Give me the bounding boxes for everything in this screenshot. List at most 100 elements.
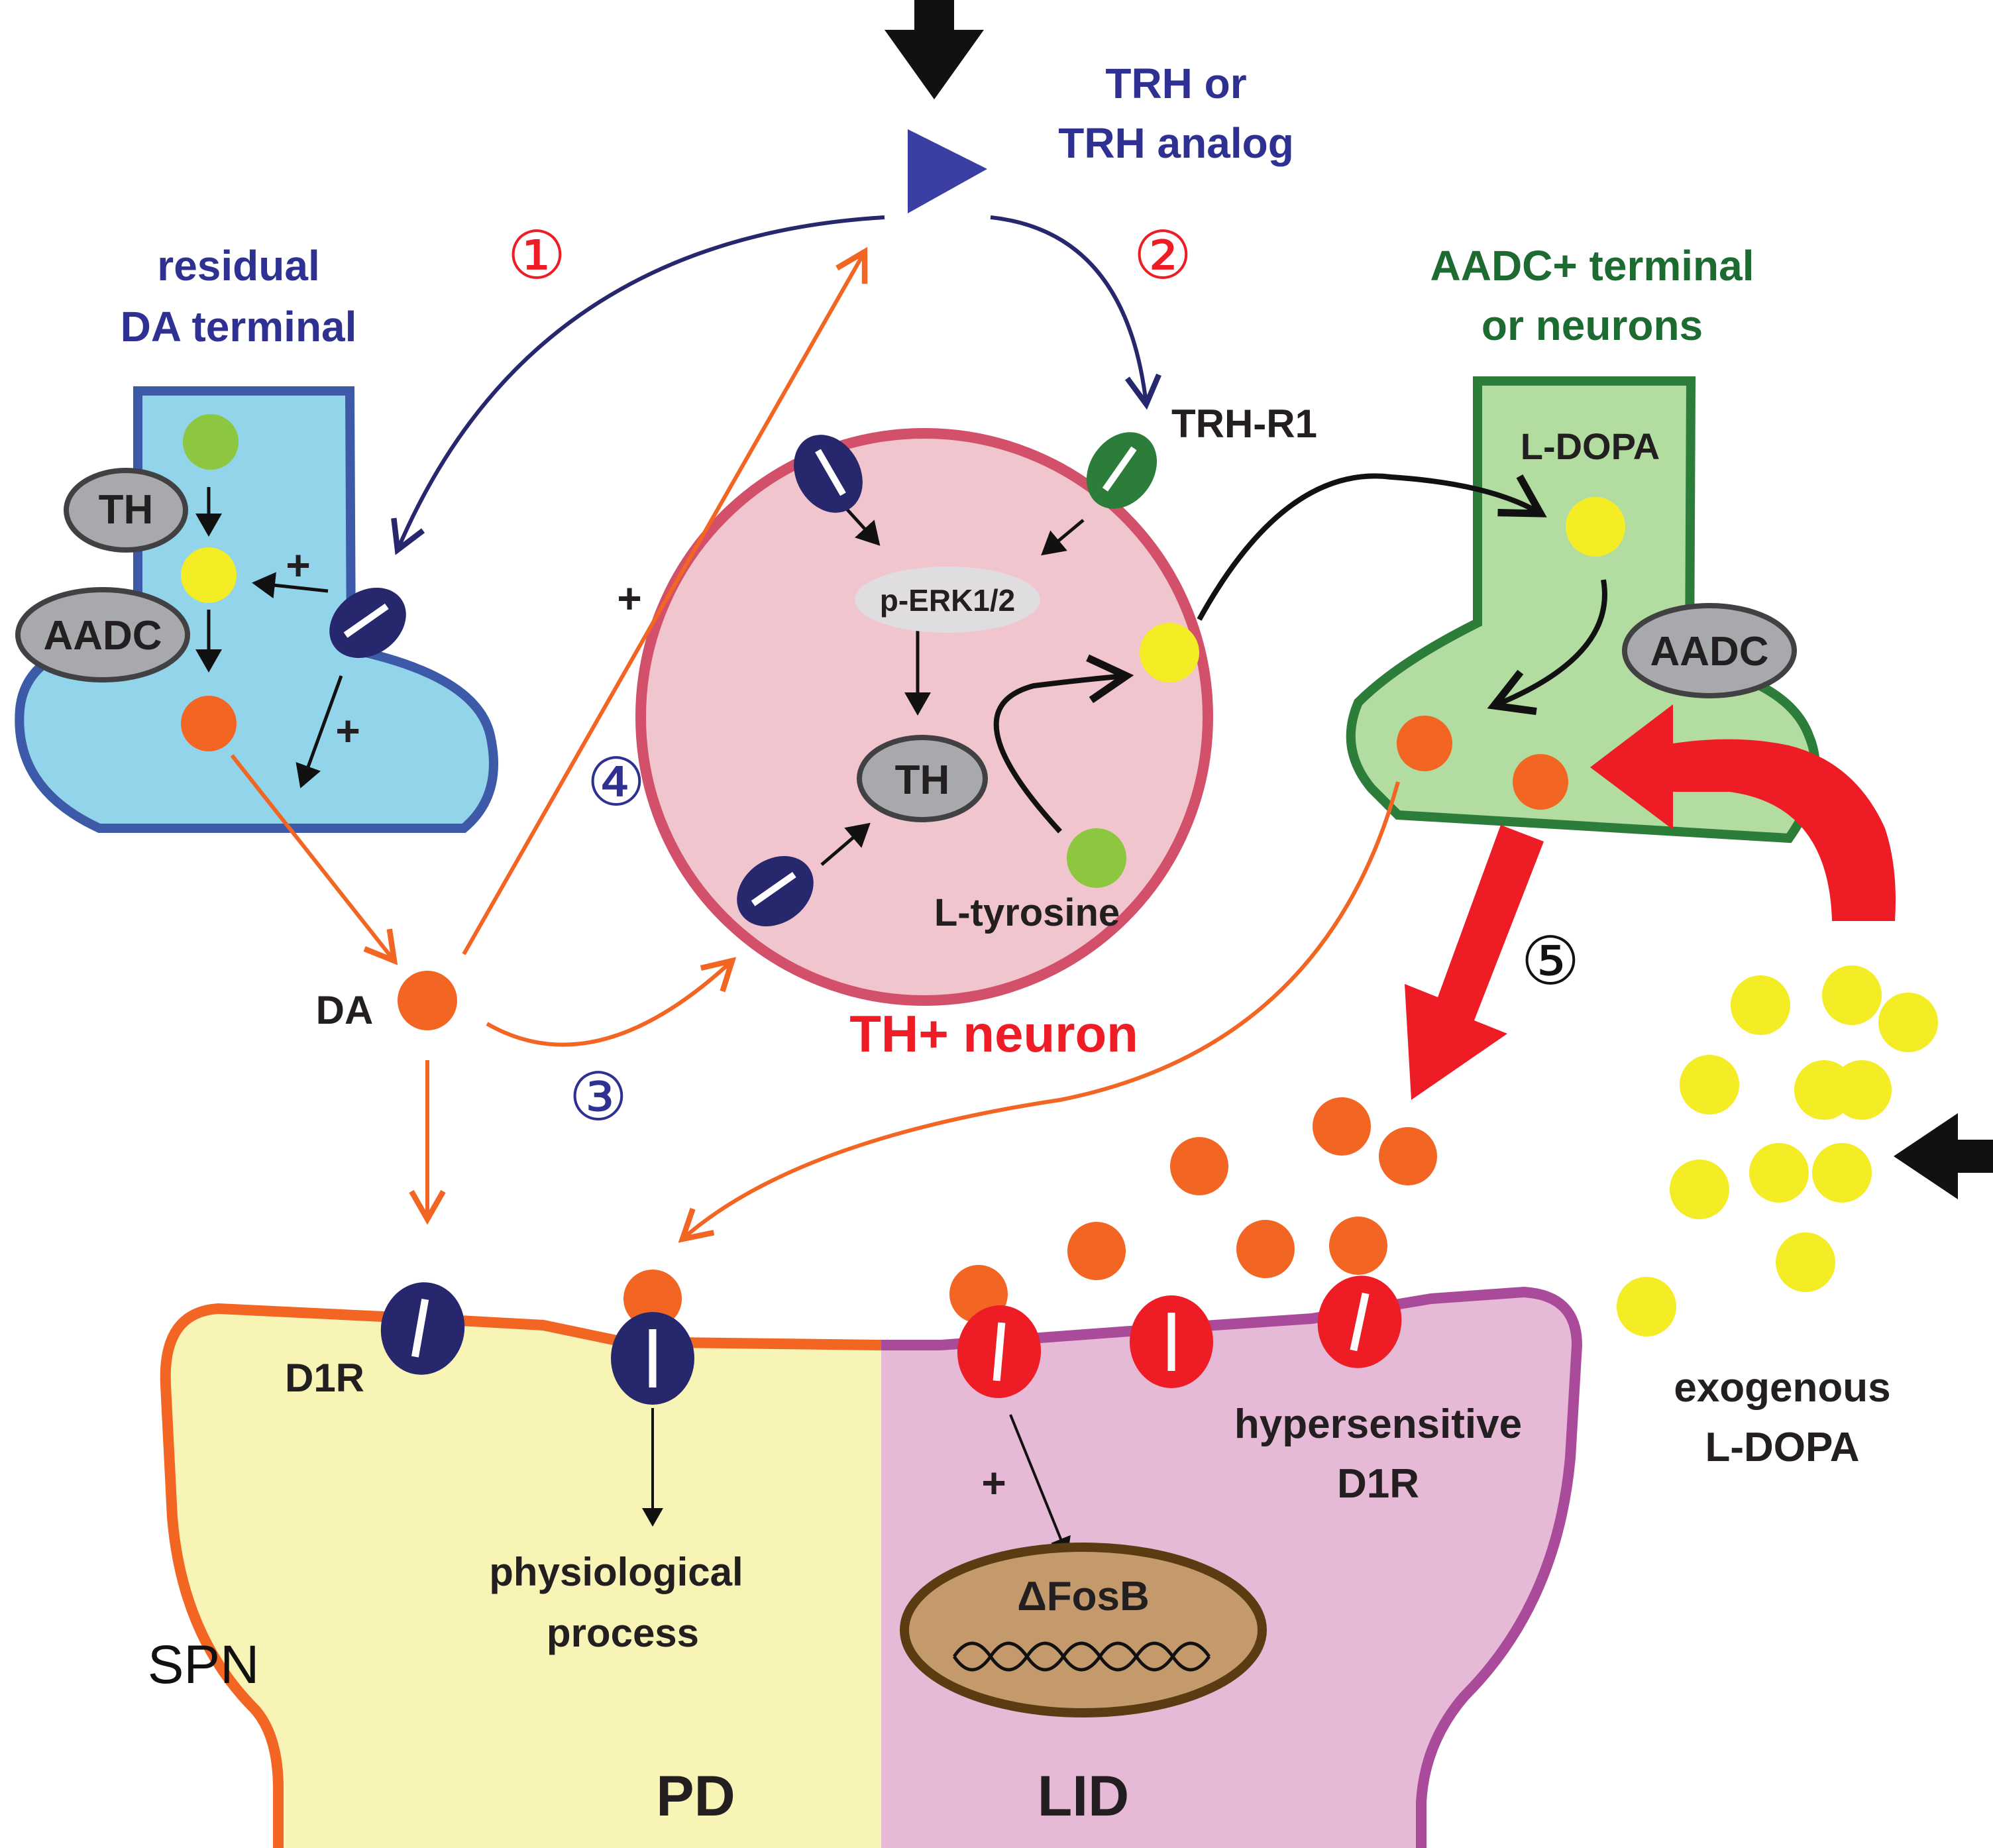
da-released xyxy=(1236,1220,1295,1278)
plus-sign: + xyxy=(981,1459,1006,1507)
step-4-label: ④ xyxy=(586,743,646,821)
dna-icon xyxy=(952,1641,1211,1672)
exogenous-l-dopa xyxy=(1617,1277,1676,1336)
arrow-aadc-to-pd-d1r xyxy=(678,781,1400,1243)
l-tyrosine-residual xyxy=(183,414,239,470)
perk-label: p-ERK1/2 xyxy=(880,583,1015,618)
step-5-label: ⑤ xyxy=(1521,922,1580,1000)
aadc-enzyme-residual: AADC xyxy=(15,587,190,682)
da-released xyxy=(1379,1127,1437,1185)
fosb-label: ΔFosB xyxy=(1017,1574,1150,1619)
arrow-tyrosine-to-ldopa xyxy=(993,654,1134,834)
arrow-3-da-to-th-neuron xyxy=(486,957,737,1047)
exogenous-l-dopa xyxy=(1832,1060,1892,1120)
receptor-residual xyxy=(329,587,406,659)
aadc-label: AADC xyxy=(1650,629,1768,675)
red-arrow-exogenous-to-aadc xyxy=(1590,704,1896,921)
exogenous-l-dopa-label: exogenous xyxy=(1674,1365,1890,1411)
trh-r1-receptor xyxy=(1086,432,1158,509)
arrow-ldopa-to-da-aadc xyxy=(1487,579,1607,716)
d1r-receptor xyxy=(380,1282,465,1375)
plus-sign: + xyxy=(617,574,641,622)
da-released xyxy=(1067,1222,1126,1280)
hypersensitive-d1r xyxy=(1130,1295,1213,1388)
th-label: TH xyxy=(895,757,950,803)
physiological-label: physiological xyxy=(489,1550,743,1594)
exogenous-l-dopa-label: L-DOPA xyxy=(1705,1425,1859,1470)
step-1-label: ① xyxy=(507,217,566,294)
arrow-1-trh-to-residual xyxy=(391,215,885,555)
spn-membrane-pd xyxy=(160,1303,882,1848)
da-residual xyxy=(181,696,237,751)
fosb-nucleus: ΔFosB xyxy=(900,1543,1267,1717)
exogenous-l-dopa xyxy=(1878,993,1938,1052)
da-released xyxy=(1313,1097,1371,1156)
residual-terminal-label: residual xyxy=(157,242,319,290)
hypersensitive-d1r xyxy=(957,1305,1042,1398)
arrow-trhr1-to-perk xyxy=(1041,519,1085,556)
th-enzyme-residual: TH xyxy=(64,468,188,553)
exogenous-l-dopa xyxy=(1776,1232,1835,1292)
th-neuron xyxy=(635,428,1213,1006)
l-dopa-label: L-DOPA xyxy=(1521,425,1660,467)
l-tyrosine-th-neuron xyxy=(1067,828,1126,888)
aadc-terminal xyxy=(1346,376,1820,843)
arrows xyxy=(195,215,1607,1556)
l-dopa-aadc-terminal xyxy=(1566,497,1625,557)
arrow-receptor-to-release xyxy=(296,675,343,788)
physiological-label: process xyxy=(547,1611,699,1655)
da-molecule xyxy=(398,971,457,1030)
exogenous-l-dopa xyxy=(1680,1055,1739,1114)
th-neuron-label: TH+ neuron xyxy=(849,1005,1138,1063)
lid-label: LID xyxy=(1038,1765,1130,1828)
d1r-label: D1R xyxy=(285,1356,364,1400)
d1r-receptor-pd xyxy=(611,1312,694,1405)
arrow-receptor-to-th xyxy=(820,822,871,866)
arrow-receptor-to-perk xyxy=(843,506,881,546)
exogenous-l-dopa xyxy=(1749,1143,1809,1203)
black-input-arrow-right xyxy=(1894,1113,1993,1199)
hypersensitive-d1r xyxy=(1317,1276,1402,1368)
da-bound-pd xyxy=(623,1270,682,1328)
arrow-ldopa-to-aadc-terminal xyxy=(1197,473,1547,621)
trh-r1-label: TRH-R1 xyxy=(1171,402,1317,446)
hypersensitive-d1r-label: D1R xyxy=(1337,1461,1419,1507)
pd-label: PD xyxy=(656,1765,735,1828)
arrow-4-da-to-trh xyxy=(462,246,868,955)
spn-label: SPN xyxy=(148,1635,260,1695)
perk-oval: p-ERK1/2 xyxy=(855,567,1040,633)
da-released xyxy=(1329,1217,1387,1275)
arrow-receptor-to-ldopa-residual xyxy=(252,572,329,599)
arrow-d1r-to-fosb xyxy=(1009,1414,1071,1556)
l-dopa-th-neuron xyxy=(1140,623,1199,682)
plus-sign: + xyxy=(286,541,310,589)
aadc-enzyme-terminal: AADC xyxy=(1622,603,1797,698)
black-input-arrow-top xyxy=(885,0,984,99)
arrow-residual-to-da xyxy=(230,754,398,965)
exogenous-l-dopa xyxy=(1822,965,1882,1025)
da-aadc-2 xyxy=(1513,754,1568,810)
step-3-label: ③ xyxy=(568,1058,628,1136)
step-2-label: ② xyxy=(1133,217,1193,294)
plus-sign: + xyxy=(335,707,360,755)
spn-membrane-lid xyxy=(881,1286,1583,1848)
aadc-terminal-label: AADC+ terminal xyxy=(1430,242,1754,290)
exogenous-l-dopa xyxy=(1812,1143,1872,1203)
th-label: TH xyxy=(99,487,154,533)
trh-triangle xyxy=(908,129,987,213)
da-aadc-1 xyxy=(1397,716,1452,771)
spn-cell xyxy=(160,1286,1583,1848)
pd-region xyxy=(165,1309,882,1848)
l-tyrosine-label: L-tyrosine xyxy=(934,891,1120,934)
da-released xyxy=(1170,1137,1228,1195)
hypersensitive-d1r-label: hypersensitive xyxy=(1234,1401,1522,1447)
trh-label: TRH analog xyxy=(1058,119,1294,167)
da-label: DA xyxy=(316,988,374,1032)
red-arrow-da-release xyxy=(1405,825,1544,1100)
aadc-terminal-label: or neurons xyxy=(1481,301,1703,349)
trh-label: TRH or xyxy=(1105,60,1246,107)
exogenous-l-dopa xyxy=(1731,975,1790,1035)
th-enzyme-neuron: TH xyxy=(857,735,988,822)
aadc-label: AADC xyxy=(43,613,162,659)
residual-terminal-label: DA terminal xyxy=(121,303,357,351)
